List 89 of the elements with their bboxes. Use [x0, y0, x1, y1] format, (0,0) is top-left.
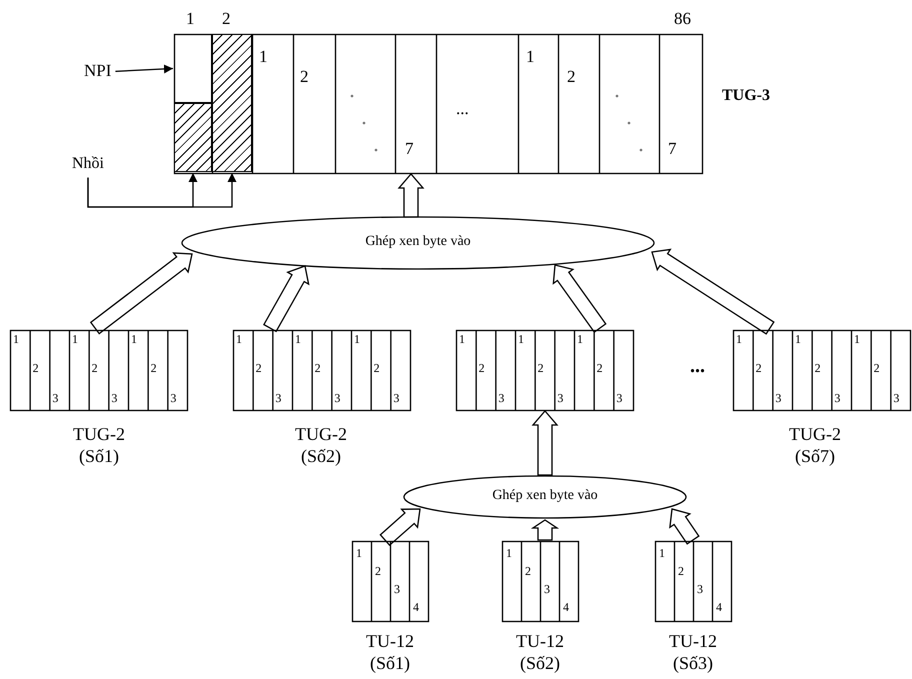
- column-number: 3: [334, 392, 340, 404]
- column-number: 2: [756, 362, 762, 374]
- block-arrow: [398, 173, 424, 218]
- column-number: 1: [295, 333, 301, 345]
- frame-caption: (Số7): [795, 447, 835, 465]
- frame-caption: TUG-3: [722, 88, 770, 104]
- column-number: 3: [697, 583, 703, 595]
- column-number: 1: [659, 547, 665, 559]
- column-number: 2: [32, 362, 39, 374]
- column-number: 4: [716, 601, 722, 613]
- column-number: ...: [456, 100, 469, 117]
- frame-caption: (Số3): [673, 654, 713, 672]
- column-number: 2: [525, 565, 531, 577]
- text-label: Nhồi: [72, 155, 104, 173]
- column-number: 1: [72, 333, 78, 345]
- column-number: 1: [506, 547, 512, 559]
- block-arrow: [532, 410, 558, 476]
- column-number: 1: [13, 333, 19, 345]
- column-number: 2: [678, 565, 684, 577]
- column-number: 2: [874, 362, 880, 374]
- column-number: 1: [131, 333, 137, 345]
- column-number: 3: [834, 392, 840, 404]
- column-number: 1: [236, 333, 242, 345]
- frame-caption: TU-12: [516, 632, 564, 650]
- ellipsis-label: ...: [690, 356, 705, 376]
- column-number: 3: [275, 392, 282, 404]
- arrow: [115, 64, 174, 74]
- column-number: 3: [616, 392, 622, 404]
- column-number: 1: [736, 333, 742, 345]
- column-number: 1: [354, 333, 360, 345]
- column-number: 3: [498, 392, 504, 404]
- column-number: 86: [674, 10, 691, 27]
- process-label: Ghép xen byte vào: [365, 235, 471, 249]
- column-number: 3: [393, 392, 400, 404]
- column-number: 2: [300, 68, 308, 85]
- block-arrow: [263, 265, 310, 332]
- frame-caption: (Số2): [301, 447, 341, 465]
- frame-caption: (Số1): [370, 654, 410, 672]
- frame-caption: TUG-2: [295, 425, 347, 443]
- column-number: 2: [314, 362, 321, 374]
- column-number: 2: [375, 565, 381, 577]
- column-number: 2: [222, 10, 230, 27]
- column-number: 2: [374, 362, 380, 374]
- column-number: 1: [518, 333, 524, 345]
- column-number: 1: [577, 333, 583, 345]
- block-arrow: [90, 252, 193, 335]
- column-number: 3: [557, 392, 564, 404]
- frame-caption: TUG-2: [789, 425, 841, 443]
- column-number: 1: [259, 48, 268, 65]
- column-number: 2: [538, 362, 544, 374]
- column-number: 1: [526, 48, 534, 65]
- frame-caption: (Số1): [79, 447, 119, 465]
- column-number: 1: [854, 333, 860, 345]
- arrow: [87, 173, 236, 208]
- column-number: 3: [394, 583, 400, 595]
- frame-caption: TUG-2: [73, 425, 125, 443]
- block-arrow: [669, 508, 700, 545]
- column-number: 4: [413, 601, 419, 613]
- column-number: 2: [92, 362, 98, 374]
- column-number: 2: [814, 362, 821, 374]
- column-number: 3: [111, 392, 118, 404]
- column-number: 3: [775, 392, 782, 404]
- column-number: 3: [544, 583, 550, 595]
- block-arrow: [530, 519, 560, 541]
- column-number: 1: [186, 10, 194, 27]
- column-number: 7: [668, 140, 676, 157]
- frame-caption: TU-12: [669, 632, 717, 650]
- frame-caption: TU-12: [366, 632, 414, 650]
- column-number: 1: [795, 333, 801, 345]
- column-number: 2: [596, 362, 603, 374]
- hatched-cell: [174, 103, 212, 172]
- frame-caption: (Số2): [520, 654, 560, 672]
- hatched-cell: [212, 34, 252, 172]
- process-label: Ghép xen byte vào: [492, 489, 598, 503]
- column-number: 4: [563, 601, 569, 613]
- column-number: 2: [478, 362, 485, 374]
- column-number: 3: [893, 392, 900, 404]
- text-label: NPI: [84, 62, 112, 81]
- column-number: 2: [256, 362, 262, 374]
- column-number: 2: [150, 362, 157, 374]
- column-number: 7: [405, 140, 414, 157]
- block-arrow: [552, 264, 607, 333]
- column-number: 2: [567, 68, 576, 85]
- column-number: 3: [52, 392, 58, 404]
- block-arrow: [651, 248, 775, 335]
- column-number: 1: [459, 333, 465, 345]
- column-number: 3: [170, 392, 176, 404]
- block-arrow: [379, 508, 421, 546]
- column-number: 1: [356, 547, 362, 559]
